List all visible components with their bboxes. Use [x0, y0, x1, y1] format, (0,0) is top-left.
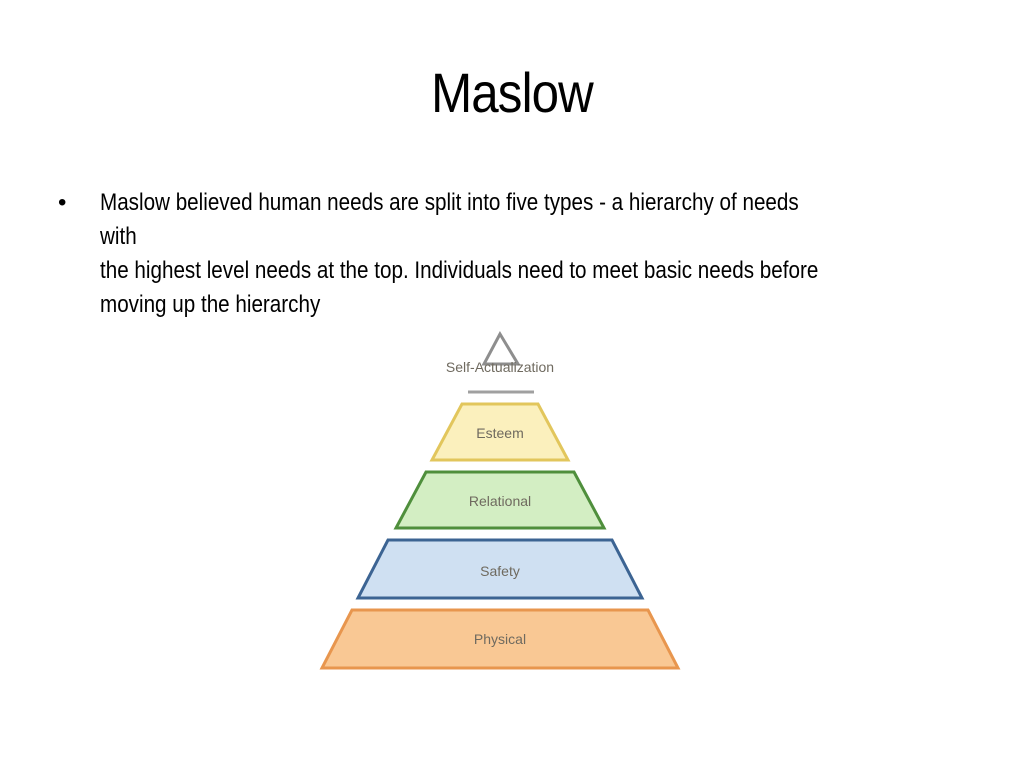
- pyramid-level-safety: Safety: [355, 538, 645, 600]
- pyramid-level-label: Self-Actualization: [446, 359, 554, 375]
- pyramid-level-label: Physical: [474, 631, 526, 647]
- bullet-text-line: the highest level needs at the top. Indi…: [100, 257, 819, 284]
- pyramid-level-label: Safety: [480, 563, 520, 579]
- slide-title: Maslow: [431, 61, 594, 124]
- bullet-text-line: Maslow believed human needs are split in…: [100, 189, 799, 250]
- pyramid-level-esteem: Esteem: [429, 402, 571, 462]
- pyramid-level-relational: Relational: [393, 470, 607, 530]
- bullet-marker: •: [58, 189, 67, 216]
- pyramid-tier: [355, 538, 645, 600]
- pyramid-apex: [481, 330, 521, 366]
- pyramid-graphic: Self-Actualization Esteem Relational Saf…: [319, 330, 681, 670]
- pyramid-tier: [319, 608, 681, 670]
- pyramid-level-self-actualization: Self-Actualization: [446, 330, 554, 394]
- pyramid-level-label: Relational: [469, 493, 531, 509]
- bullet-item: • Maslow believed human needs are split …: [58, 186, 958, 322]
- bullet-list: • Maslow believed human needs are split …: [58, 186, 958, 322]
- pyramid-level-label: Esteem: [476, 425, 523, 441]
- pyramid-level-physical: Physical: [319, 608, 681, 670]
- hierarchy-of-needs-pyramid: Self-Actualization Esteem Relational Saf…: [312, 326, 702, 686]
- pyramid-tier: [393, 470, 607, 530]
- bullet-text: Maslow believed human needs are split in…: [100, 186, 838, 322]
- pyramid-tier: [429, 402, 571, 462]
- bullet-text-line: moving up the hierarchy: [100, 291, 321, 318]
